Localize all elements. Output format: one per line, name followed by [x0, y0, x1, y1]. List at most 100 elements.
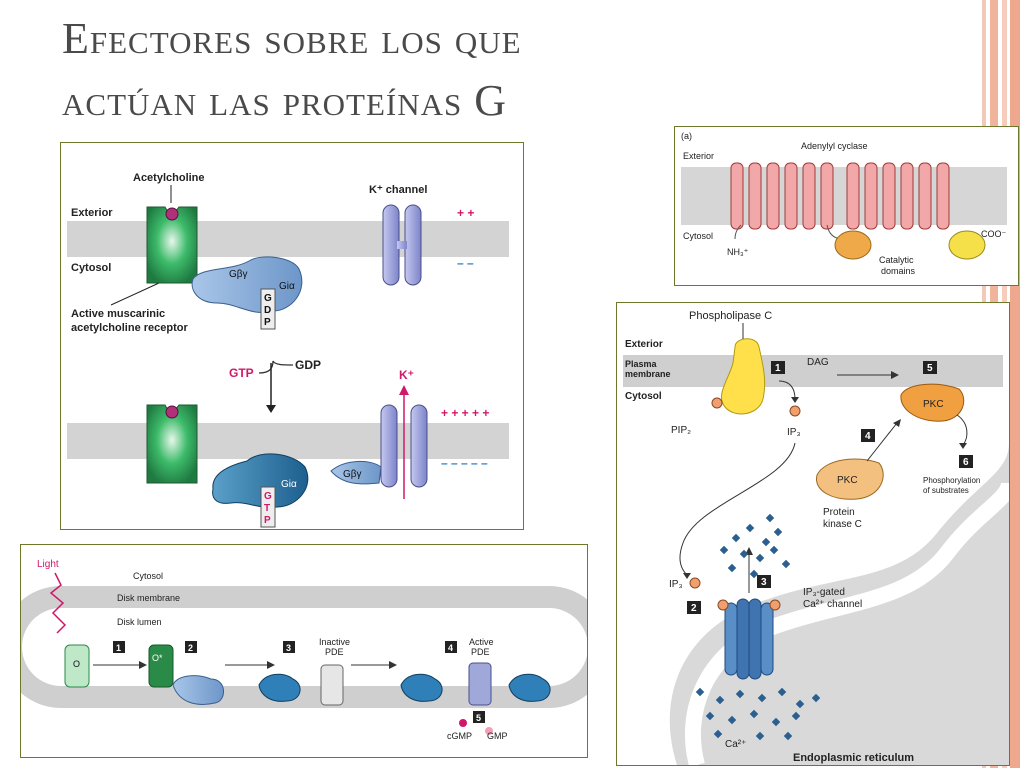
- ac-enzyme-label: Adenylyl cyclase: [801, 141, 868, 151]
- slide-title: Efectores sobre los que actúan las prote…: [62, 8, 762, 132]
- gmp-label: GMP: [487, 731, 508, 741]
- inactive-pde-label-2: PDE: [325, 647, 344, 657]
- ac-transmembrane-helix: [846, 162, 860, 230]
- plc-plasma-label-1: Plasma: [625, 359, 658, 369]
- adenylyl-cyclase-panel: (a) Exterior Adenylyl cyclase Cytosol NH…: [674, 126, 1019, 286]
- ac-nh3-label: NH₃⁺: [727, 247, 749, 257]
- gtp-letter-p: P: [264, 515, 271, 526]
- calcium-ion: [761, 537, 771, 547]
- ac-helices-group-2: [846, 162, 950, 230]
- muscarinic-receptor-top: [146, 206, 198, 284]
- plc-plasma-label-2: membrane: [625, 369, 671, 379]
- phototransduction-panel: Light Cytosol Disk membrane Disk lumen O…: [20, 544, 588, 758]
- k-channel-panel: Acetylcholine Exterior Cytosol K⁺ channe…: [60, 142, 524, 530]
- charges-top-minus: – –: [457, 256, 474, 270]
- gdp-label: GDP: [295, 358, 321, 372]
- g-alpha-step4-right: [508, 673, 551, 702]
- calcium-ion: [781, 559, 791, 569]
- disk-membrane-label: Disk membrane: [117, 593, 180, 603]
- k-channel-left-top: [382, 204, 400, 286]
- charges-top-plus: + +: [457, 206, 474, 220]
- gdp-letter-g: G: [264, 293, 272, 304]
- ac-membrane: [681, 167, 1007, 225]
- muscarinic-receptor-bottom: [146, 404, 198, 484]
- protein-kinase-label-2: kinase C: [823, 519, 862, 530]
- ac-transmembrane-helix: [748, 162, 762, 230]
- ac-cytosol-label: Cytosol: [683, 231, 713, 241]
- cytosol-label: Cytosol: [71, 262, 111, 274]
- calcium-ion: [739, 549, 749, 559]
- k-channel-right-top: [404, 204, 422, 286]
- calcium-ion: [731, 533, 741, 543]
- light-label: Light: [37, 559, 59, 570]
- plc-step-1: 1: [775, 363, 781, 374]
- active-pde-label-1: Active: [469, 637, 494, 647]
- ac-catalytic-label-1: Catalytic: [879, 255, 914, 265]
- photo-cytosol-label: Cytosol: [133, 571, 163, 581]
- calcium-ion: [719, 545, 729, 555]
- acetylcholine-ligand-bottom: [165, 405, 179, 419]
- plc-step-2: 2: [691, 603, 697, 614]
- rhodopsin-o-star-label: O*: [152, 653, 163, 663]
- photo-step-2: 2: [188, 643, 193, 653]
- rhodopsin-active: [148, 644, 174, 688]
- ac-helices-group-1: [730, 162, 834, 230]
- receptor-label-2: acetylcholine receptor: [71, 322, 188, 334]
- pkc-label-membrane: PKC: [923, 399, 944, 410]
- ac-transmembrane-helix: [936, 162, 950, 230]
- title-line-2: actúan las proteínas G: [62, 76, 508, 125]
- plc-cytosol-label: Cytosol: [625, 391, 662, 402]
- ac-transmembrane-helix: [882, 162, 896, 230]
- gtp-letter-t: T: [264, 503, 270, 514]
- g-beta-gamma-top: Gβγ: [229, 269, 248, 280]
- er-label: Endoplasmic reticulum: [793, 752, 914, 764]
- g-alpha-bottom: [212, 453, 309, 508]
- k-channel-right-bottom: [410, 404, 428, 488]
- pde-active: [468, 662, 492, 706]
- ac-transmembrane-helix: [918, 162, 932, 230]
- ac-transmembrane-helix: [802, 162, 816, 230]
- protein-kinase-label-1: Protein: [823, 507, 855, 518]
- phospho-label-1: Phosphorylation: [923, 476, 980, 485]
- acetylcholine-label: Acetylcholine: [133, 172, 205, 184]
- g-alpha-bottom-label: Giα: [281, 479, 297, 490]
- calcium-ion: [749, 569, 759, 579]
- gdp-letter-p: P: [264, 317, 271, 328]
- ac-exterior-label: Exterior: [683, 151, 714, 161]
- ca-label: Ca²⁺: [725, 739, 746, 750]
- pkc-cytosol: [816, 458, 884, 500]
- phospholipase-c: [720, 338, 766, 415]
- rhodopsin-inactive: [64, 644, 90, 688]
- membrane-top: [67, 221, 509, 257]
- calcium-ion: [727, 563, 737, 573]
- calcium-ions-cytosol: [719, 513, 791, 579]
- g-beta-gamma-bottom-label: Gβγ: [343, 469, 362, 480]
- calcium-ion: [769, 545, 779, 555]
- ip3-gated-label-2: Ca²⁺ channel: [803, 599, 862, 610]
- calcium-ion: [755, 553, 765, 563]
- exterior-label: Exterior: [71, 207, 113, 219]
- g-alpha-step3: [258, 673, 301, 702]
- transducin: [172, 675, 224, 705]
- photo-step-1: 1: [116, 643, 121, 653]
- g-alpha-top: Giα: [279, 281, 295, 292]
- ac-transmembrane-helix: [864, 162, 878, 230]
- g-alpha-step4-left: [400, 673, 443, 702]
- cgmp-label: cGMP: [447, 731, 472, 741]
- ac-transmembrane-helix: [900, 162, 914, 230]
- photo-step-3: 3: [286, 643, 291, 653]
- gtp-label: GTP: [229, 366, 254, 380]
- plc-enzyme-label: Phospholipase C: [689, 310, 772, 322]
- photo-step-4: 4: [448, 643, 453, 653]
- plc-exterior-label: Exterior: [625, 339, 663, 350]
- calcium-ion: [765, 513, 775, 523]
- photo-step-5: 5: [476, 713, 481, 723]
- plc-step-4: 4: [865, 431, 871, 442]
- active-pde-label-2: PDE: [471, 647, 490, 657]
- disk-lumen-label: Disk lumen: [117, 617, 162, 627]
- plc-step-5: 5: [927, 363, 933, 374]
- membrane-bottom: [67, 423, 509, 459]
- gdp-letter-d: D: [264, 305, 271, 316]
- phospholipase-panel: Phospholipase C Exterior Plasma membrane…: [616, 302, 1010, 766]
- title-line-1: Efectores sobre los que: [62, 14, 522, 63]
